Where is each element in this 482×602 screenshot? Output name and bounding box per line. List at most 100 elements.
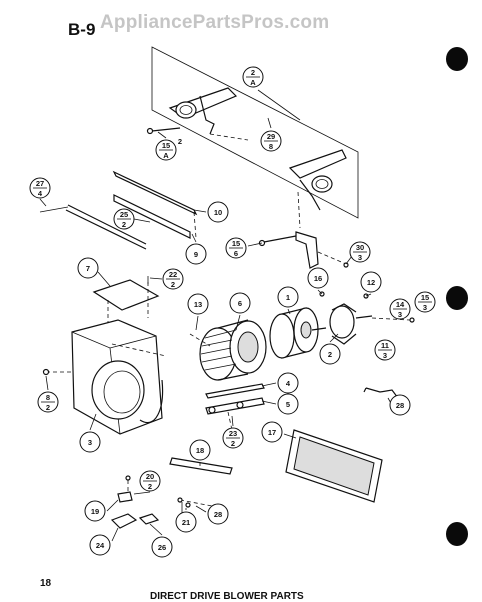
- callout-15c: 153: [414, 291, 436, 313]
- callout-2a: 2A: [242, 66, 301, 121]
- callout-part-number: 21: [182, 518, 190, 527]
- leader-line: [149, 523, 163, 536]
- callout-part-number: 5: [286, 400, 290, 409]
- callout-22: 222: [149, 268, 184, 290]
- callout-6: 6: [229, 292, 251, 331]
- callout-part-number: 1: [286, 293, 290, 302]
- gasket-strip: [169, 457, 233, 475]
- callout-19: 19: [84, 499, 119, 522]
- callout-quantity: 2: [46, 403, 50, 412]
- callout-part-number: 10: [214, 208, 222, 217]
- callout-quantity: 3: [398, 310, 402, 319]
- callout-quantity: 4: [38, 189, 43, 198]
- callout-quantity: 3: [358, 253, 362, 262]
- callout-circle: [84, 500, 106, 522]
- callout-circle: [77, 257, 99, 279]
- callout-circle: [277, 393, 299, 415]
- callout-26: 26: [149, 523, 173, 558]
- leader-line: [157, 131, 167, 139]
- callout-16: 16: [307, 267, 329, 295]
- callout-circle: [319, 343, 341, 365]
- callout-circle: [185, 243, 207, 265]
- leader-line: [45, 375, 49, 391]
- callout-part-number: 24: [96, 541, 105, 550]
- callout-circle: [277, 372, 299, 394]
- leader-line: [195, 505, 207, 513]
- filter-frame: [285, 429, 383, 503]
- binder-hole-bottom: [446, 522, 468, 546]
- callout-part-number: 28: [214, 510, 222, 519]
- callout-circle: [307, 267, 329, 289]
- callout-part-number: 16: [314, 274, 322, 283]
- callout-part-number: 11: [381, 341, 389, 350]
- callout-part-number: 27: [36, 179, 44, 188]
- blower-wheel: [189, 319, 267, 381]
- blower-housing: [42, 319, 167, 435]
- leader-line: [39, 198, 47, 207]
- page-number: 18: [40, 578, 52, 589]
- leader-line: [261, 382, 277, 387]
- leader-line: [317, 289, 323, 295]
- leader-line: [133, 491, 151, 495]
- callout-circle: [207, 503, 229, 525]
- callout-part-number: 2: [328, 350, 332, 359]
- callout-part-number: 25: [120, 210, 128, 219]
- callout-part-number: 6: [238, 299, 242, 308]
- callout-circle: [229, 292, 251, 314]
- callout-circle: [207, 201, 229, 223]
- callout-part-number: 4: [286, 379, 291, 388]
- callout-part-number: 29: [267, 132, 275, 141]
- leader-line: [287, 308, 291, 315]
- callout-3: 3: [79, 413, 101, 453]
- callout-30: 303: [345, 241, 371, 265]
- callout-27: 274: [29, 177, 51, 207]
- footer-title: DIRECT DRIVE BLOWER PARTS: [150, 591, 304, 602]
- callout-part-number: 2: [251, 68, 255, 77]
- callout-circle: [389, 394, 411, 416]
- callout-part-number: 13: [194, 300, 202, 309]
- callout-11: 113: [374, 339, 396, 361]
- motor-mount-bracket: [258, 231, 349, 269]
- callout-circle: [175, 511, 197, 533]
- leader-line: [191, 233, 197, 243]
- leader-line: [365, 293, 372, 297]
- motor-mount-ring: [319, 291, 415, 345]
- leader-line: [133, 218, 151, 223]
- ground-wire: [363, 387, 399, 399]
- leader-line: [329, 333, 339, 343]
- callout-28b: 28: [195, 503, 229, 525]
- callout-7: 7: [77, 257, 111, 287]
- callout-part-number: 9: [194, 250, 198, 259]
- callout-13: 13: [187, 293, 209, 331]
- leader-line: [257, 89, 301, 121]
- housing-top-plate: [92, 276, 160, 326]
- callout-29: 298: [260, 117, 282, 152]
- leader-line: [111, 527, 119, 542]
- callout-circle: [187, 293, 209, 315]
- callout-17: 17: [261, 421, 297, 443]
- callout-28a: 28: [387, 394, 411, 416]
- leader-line: [247, 242, 263, 247]
- callout-14: 143: [389, 298, 411, 320]
- callout-part-number: 12: [367, 278, 375, 287]
- callout-circle: [79, 431, 101, 453]
- callout-suffix: 2: [178, 137, 182, 146]
- callout-part-number: 23: [229, 429, 237, 438]
- callout-5: 5: [261, 393, 299, 415]
- callout-part-number: 3: [88, 438, 92, 447]
- callout-part-number: 15: [162, 141, 170, 150]
- callout-circle: [189, 439, 211, 461]
- callout-4: 4: [261, 372, 299, 394]
- mounting-bracket-assembly: [146, 46, 359, 229]
- leader-line: [195, 315, 199, 331]
- callout-2: 2: [319, 333, 341, 365]
- callout-25: 252: [113, 208, 151, 230]
- leader-line: [106, 499, 119, 512]
- binder-hole-middle: [446, 286, 468, 310]
- leader-line: [193, 209, 207, 213]
- callout-circle: [277, 286, 299, 308]
- callout-quantity: 2: [231, 439, 235, 448]
- callout-20: 202: [133, 470, 161, 495]
- callout-15b: 156: [225, 237, 263, 259]
